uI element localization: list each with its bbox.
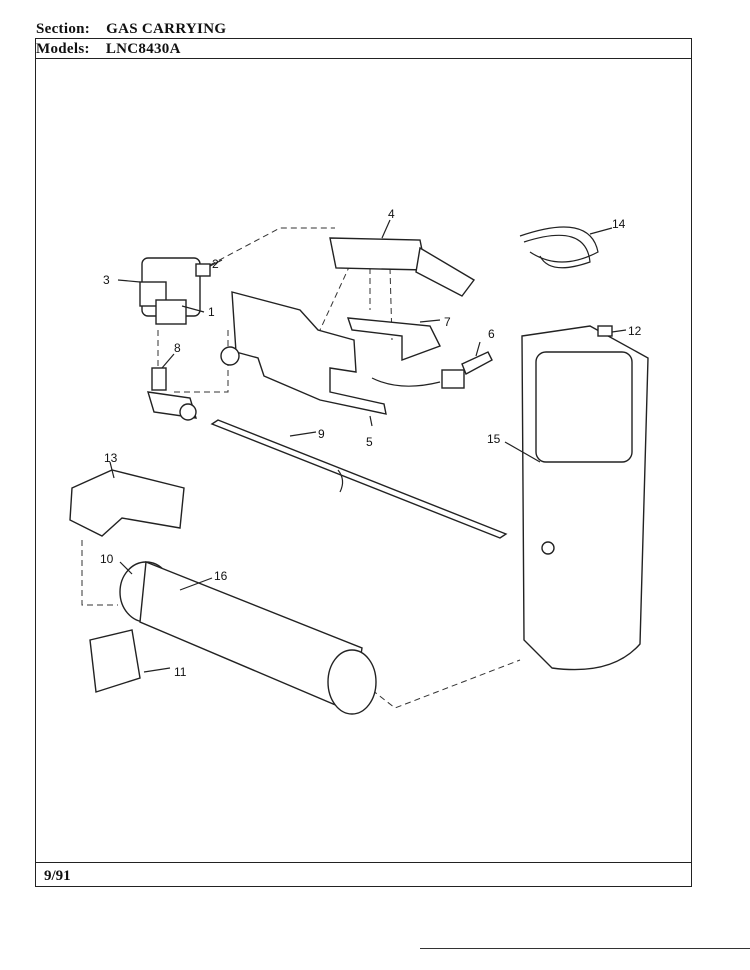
header-divider <box>35 58 692 59</box>
burner-tube-part <box>329 237 476 297</box>
guide-line <box>170 330 229 393</box>
callout-2: 2 <box>212 257 219 271</box>
callout-3: 3 <box>103 273 110 287</box>
flame-deflector-part <box>346 317 441 362</box>
leader-line <box>289 431 317 437</box>
mounting-bracket-part <box>220 291 387 415</box>
callout-16: 16 <box>214 569 228 583</box>
page-edge-line <box>420 948 750 949</box>
callout-6: 6 <box>488 327 495 341</box>
leader-line <box>589 227 613 235</box>
models-label: Models: <box>36 41 90 57</box>
revision-date: 9/91 <box>44 868 71 884</box>
guide-line <box>371 659 521 709</box>
section-value: GAS CARRYING <box>106 21 227 37</box>
callout-12: 12 <box>628 324 642 338</box>
gas-valve-part <box>139 257 211 325</box>
section-label: Section: <box>36 21 91 37</box>
wire-harness-part <box>519 226 599 269</box>
leader-line <box>504 441 541 463</box>
callout-8: 8 <box>174 341 181 355</box>
leader-line <box>611 329 627 333</box>
support-bracket-part <box>89 629 141 693</box>
leader-line <box>475 341 481 357</box>
combustion-chamber-part <box>119 561 377 715</box>
guide-line <box>81 540 118 606</box>
callout-11: 11 <box>174 665 187 679</box>
leader-line <box>381 219 391 239</box>
callout-14: 14 <box>612 217 626 231</box>
leader-line <box>209 259 223 267</box>
leader-line <box>109 461 115 479</box>
heat-shield-part <box>521 325 649 671</box>
diagram-frame <box>35 38 692 887</box>
callout-9: 9 <box>318 427 325 441</box>
models-header: Models: LNC8430A <box>36 41 181 58</box>
models-value: LNC8430A <box>105 41 181 57</box>
burner-bracket-part <box>69 469 185 537</box>
section-header: Section: GAS CARRYING <box>36 21 226 38</box>
callout-5: 5 <box>366 435 373 449</box>
callout-1: 1 <box>208 305 215 319</box>
callout-4: 4 <box>388 207 395 221</box>
leader-line <box>117 279 141 283</box>
thermostat-part <box>597 325 613 337</box>
guide-line <box>209 227 335 266</box>
leader-line <box>143 667 171 673</box>
callout-13: 13 <box>104 451 118 465</box>
leader-line <box>119 561 133 575</box>
callout-7: 7 <box>444 315 451 329</box>
leader-line <box>179 577 213 591</box>
leader-line <box>419 319 441 323</box>
valve-fitting-part <box>147 367 197 421</box>
callout-15: 15 <box>487 432 501 446</box>
igniter-part <box>371 351 493 389</box>
guide-line <box>319 264 351 331</box>
callout-10: 10 <box>100 552 114 566</box>
leader-line <box>181 305 205 313</box>
gas-pipe-part <box>210 419 508 539</box>
leader-line <box>369 415 373 427</box>
leader-line <box>161 353 175 369</box>
footer-divider <box>35 862 692 863</box>
